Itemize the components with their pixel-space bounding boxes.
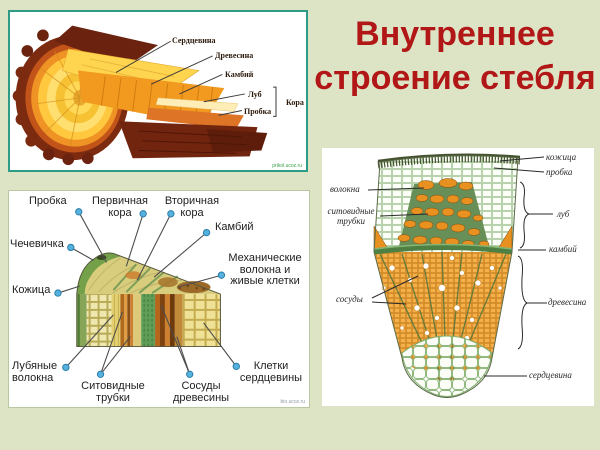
bast-bracket	[519, 181, 531, 249]
label-cork: пробка	[546, 167, 573, 177]
label-bast-fibers: Лубяные волокна	[12, 360, 58, 384]
label-epidermis: Кожица	[12, 284, 51, 296]
log-slabs	[54, 25, 268, 159]
log-drawing	[12, 25, 277, 166]
label-bark: Кора	[286, 98, 304, 107]
label-pith: сердцевина	[529, 370, 572, 380]
label-bast: Луб	[248, 90, 262, 99]
label-sieve-tubes: ситовидные трубки	[327, 206, 375, 226]
micro-leader-lines	[367, 156, 553, 377]
label-lenticel: Чечевичка	[10, 238, 64, 250]
epidermis-line	[377, 153, 521, 163]
microsection-drawing	[367, 153, 553, 398]
tissue-outline	[373, 155, 519, 398]
watermark: prikol.ucoz.ru	[272, 163, 302, 169]
label-fibers: волокна	[330, 184, 360, 194]
wedge-outline	[76, 252, 221, 348]
label-epidermis: кожица	[546, 152, 577, 162]
label-pith: Сердцевина	[172, 36, 216, 45]
microsection-figure-panel: кожица пробка луб камбий древесина сердц…	[322, 148, 594, 406]
label-cambium: Камбий	[225, 70, 254, 79]
label-wood: Древесина	[215, 51, 254, 60]
pith-dome	[401, 335, 493, 397]
log-figure-panel: Сердцевина Древесина Камбий Луб Пробка К…	[8, 10, 308, 172]
label-cork: Пробка	[29, 195, 67, 207]
label-wood: древесина	[548, 297, 587, 307]
log-leader-lines	[115, 40, 277, 117]
wedge-front-face	[76, 294, 221, 347]
label-cambium: Камбий	[215, 221, 254, 233]
label-vessels: сосуды	[336, 294, 363, 304]
label-secondary-cortex: Вторичная кора	[164, 195, 220, 219]
label-pith-cells: Клетки сердцевины	[239, 360, 303, 384]
page-title: Внутреннее строение стебля	[314, 15, 596, 97]
wedge-drawing	[54, 208, 240, 378]
cambium-band	[373, 245, 513, 255]
label-cork: Пробка	[244, 107, 272, 116]
label-primary-cortex: Первичная кора	[91, 195, 148, 219]
label-bast: луб	[557, 209, 570, 219]
wedge-label-dots	[54, 208, 240, 378]
watermark: bio.ucoz.ru	[280, 399, 305, 405]
wedge-leader-lines	[57, 211, 237, 375]
label-wood-vessels: Сосуды древесины	[172, 380, 230, 404]
wedge-figure-panel: Пробка Первичная кора Вторичная кора Кам…	[8, 190, 310, 408]
label-cambium: камбий	[549, 244, 577, 254]
wedge-top-face	[76, 252, 221, 295]
wood-bracket	[517, 255, 529, 350]
bark-bracket	[273, 86, 277, 117]
label-mech-fibers: Механические волокна и живые клетки	[228, 252, 302, 287]
label-sieve-tubes: Ситовидные трубки	[81, 380, 145, 404]
cork-comb	[377, 155, 521, 169]
